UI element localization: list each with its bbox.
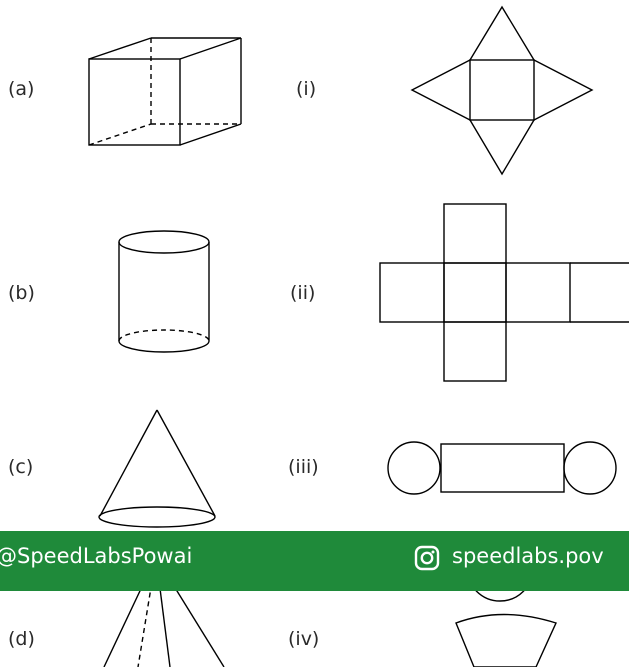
cube-net [379, 203, 629, 382]
label-iii: (iii) [288, 456, 319, 478]
label-b: (b) [8, 282, 35, 304]
label-d: (d) [8, 628, 35, 650]
banner-handle-left: @SpeedLabsPowai [0, 544, 193, 568]
instagram-icon [414, 545, 440, 571]
cone-shape [98, 409, 216, 528]
label-i: (i) [296, 78, 317, 100]
label-iv: (iv) [288, 628, 320, 650]
cylinder-net [387, 441, 617, 495]
label-ii: (ii) [290, 282, 316, 304]
banner-handle-right: speedlabs.pov [452, 544, 604, 568]
label-c: (c) [8, 456, 34, 478]
square-pyramid-net [410, 5, 594, 176]
watermark-banner: @SpeedLabsPowai speedlabs.pov [0, 531, 629, 591]
cuboid-shape [88, 37, 242, 146]
label-a: (a) [8, 78, 35, 100]
cylinder-shape [118, 230, 210, 353]
